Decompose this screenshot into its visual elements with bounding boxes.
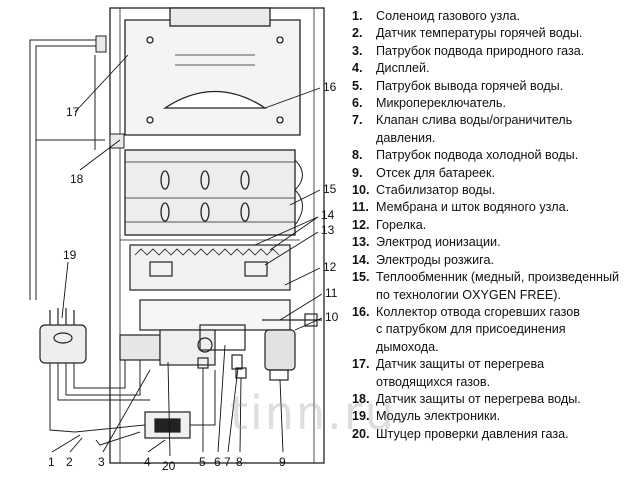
- electronics-module: [39, 308, 87, 364]
- legend-item: 20.Штуцер проверки давления газа.: [352, 426, 569, 441]
- wiring: [29, 39, 216, 446]
- legend-item: 18.Датчик защиты от перегрева воды.: [352, 391, 581, 406]
- legend-item: 5.Патрубок вывода горячей воды.: [352, 78, 564, 93]
- legend-item: 4.Дисплей.: [352, 61, 430, 76]
- callout-13: 13: [321, 223, 335, 237]
- callout-19: 19: [63, 248, 77, 262]
- burner: [120, 239, 300, 291]
- callout-5: 5: [199, 455, 206, 469]
- legend-item: 8.Патрубок подвода холодной воды.: [352, 148, 579, 163]
- callout-9: 9: [279, 455, 286, 469]
- callout-11: 11: [325, 286, 338, 300]
- legend-item: 9.Отсек для батареек.: [352, 165, 496, 180]
- callout-2: 2: [66, 455, 73, 469]
- water-heater-diagram: 1 2 3 4 5 6 7 8 9 10 11 12 13 14 15 16 1…: [29, 7, 339, 473]
- legend-item: 6.Микропереключатель.: [352, 96, 506, 111]
- callout-18: 18: [70, 172, 84, 186]
- callout-17: 17: [66, 105, 80, 119]
- legend-item: 10.Стабилизатор воды.: [352, 183, 496, 198]
- callout-7: 7: [224, 455, 231, 469]
- valve-assembly: [119, 299, 322, 381]
- callout-8: 8: [236, 455, 243, 469]
- heat-exchanger: [124, 149, 303, 236]
- legend-item: 19.Модуль электроники.: [352, 409, 501, 424]
- callout-14: 14: [321, 208, 335, 222]
- callout-6: 6: [214, 455, 221, 469]
- legend-item: 7.Клапан слива воды/ограничитель давлени…: [352, 113, 573, 145]
- leader-lines: [51, 54, 323, 457]
- legend-item: 1.Соленоид газового узла.: [352, 9, 520, 23]
- watermark: tinn.ru: [230, 386, 396, 440]
- callout-1: 1: [48, 455, 55, 469]
- callout-3: 3: [98, 455, 105, 469]
- legend-item: 12.Горелка.: [352, 217, 427, 232]
- callout-10: 10: [325, 310, 339, 324]
- legend-item: 17.Датчик защиты от перегрева отводящихс…: [352, 357, 545, 389]
- legend-item: 16.Коллектор отвода сгоревших газов с па…: [352, 304, 580, 354]
- callout-16: 16: [323, 80, 337, 94]
- legend-item: 14.Электроды розжига.: [352, 252, 494, 267]
- callout-20: 20: [162, 459, 176, 473]
- display-unit: [144, 411, 191, 439]
- component-legend: 1.Соленоид газового узла. 2.Датчик темпе…: [352, 8, 638, 443]
- legend-item: 3.Патрубок подвода природного газа.: [352, 43, 585, 58]
- callout-12: 12: [323, 260, 337, 274]
- legend-item: 15.Теплообменник (медный, произведенный …: [352, 270, 620, 302]
- legend-item: 11.Мембрана и шток водяного узла.: [352, 200, 570, 215]
- callout-4: 4: [144, 455, 151, 469]
- callout-15: 15: [323, 182, 337, 196]
- legend-item: 13.Электрод ионизации.: [352, 235, 501, 250]
- legend-item: 2.Датчик температуры горячей воды.: [352, 26, 583, 41]
- flue-gas-collector: [124, 7, 301, 136]
